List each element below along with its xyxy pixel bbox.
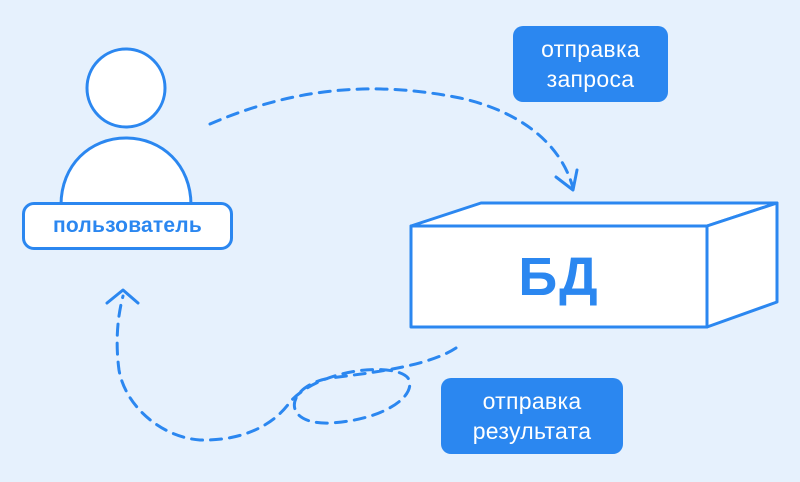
request-arrowhead: [554, 168, 579, 192]
database-box-side: [705, 201, 779, 329]
result-badge: отправка результата: [441, 378, 623, 454]
person-icon: [59, 47, 193, 207]
request-badge-line2: запроса: [546, 66, 635, 92]
person-body: [59, 136, 193, 207]
result-badge-line2: результата: [472, 418, 592, 444]
database-label: БД: [518, 247, 600, 307]
user-label-text: пользователь: [53, 214, 202, 237]
request-arrow: [208, 87, 575, 190]
database-box-front: [409, 224, 709, 329]
user-label: пользователь: [22, 202, 233, 250]
request-badge-line1: отправка: [541, 36, 640, 62]
request-badge: отправка запроса: [513, 26, 668, 102]
person-head: [85, 47, 167, 129]
result-arrowhead: [105, 288, 140, 305]
result-badge-line1: отправка: [482, 388, 582, 414]
database-box: [409, 201, 779, 329]
result-arrow: [115, 294, 458, 442]
